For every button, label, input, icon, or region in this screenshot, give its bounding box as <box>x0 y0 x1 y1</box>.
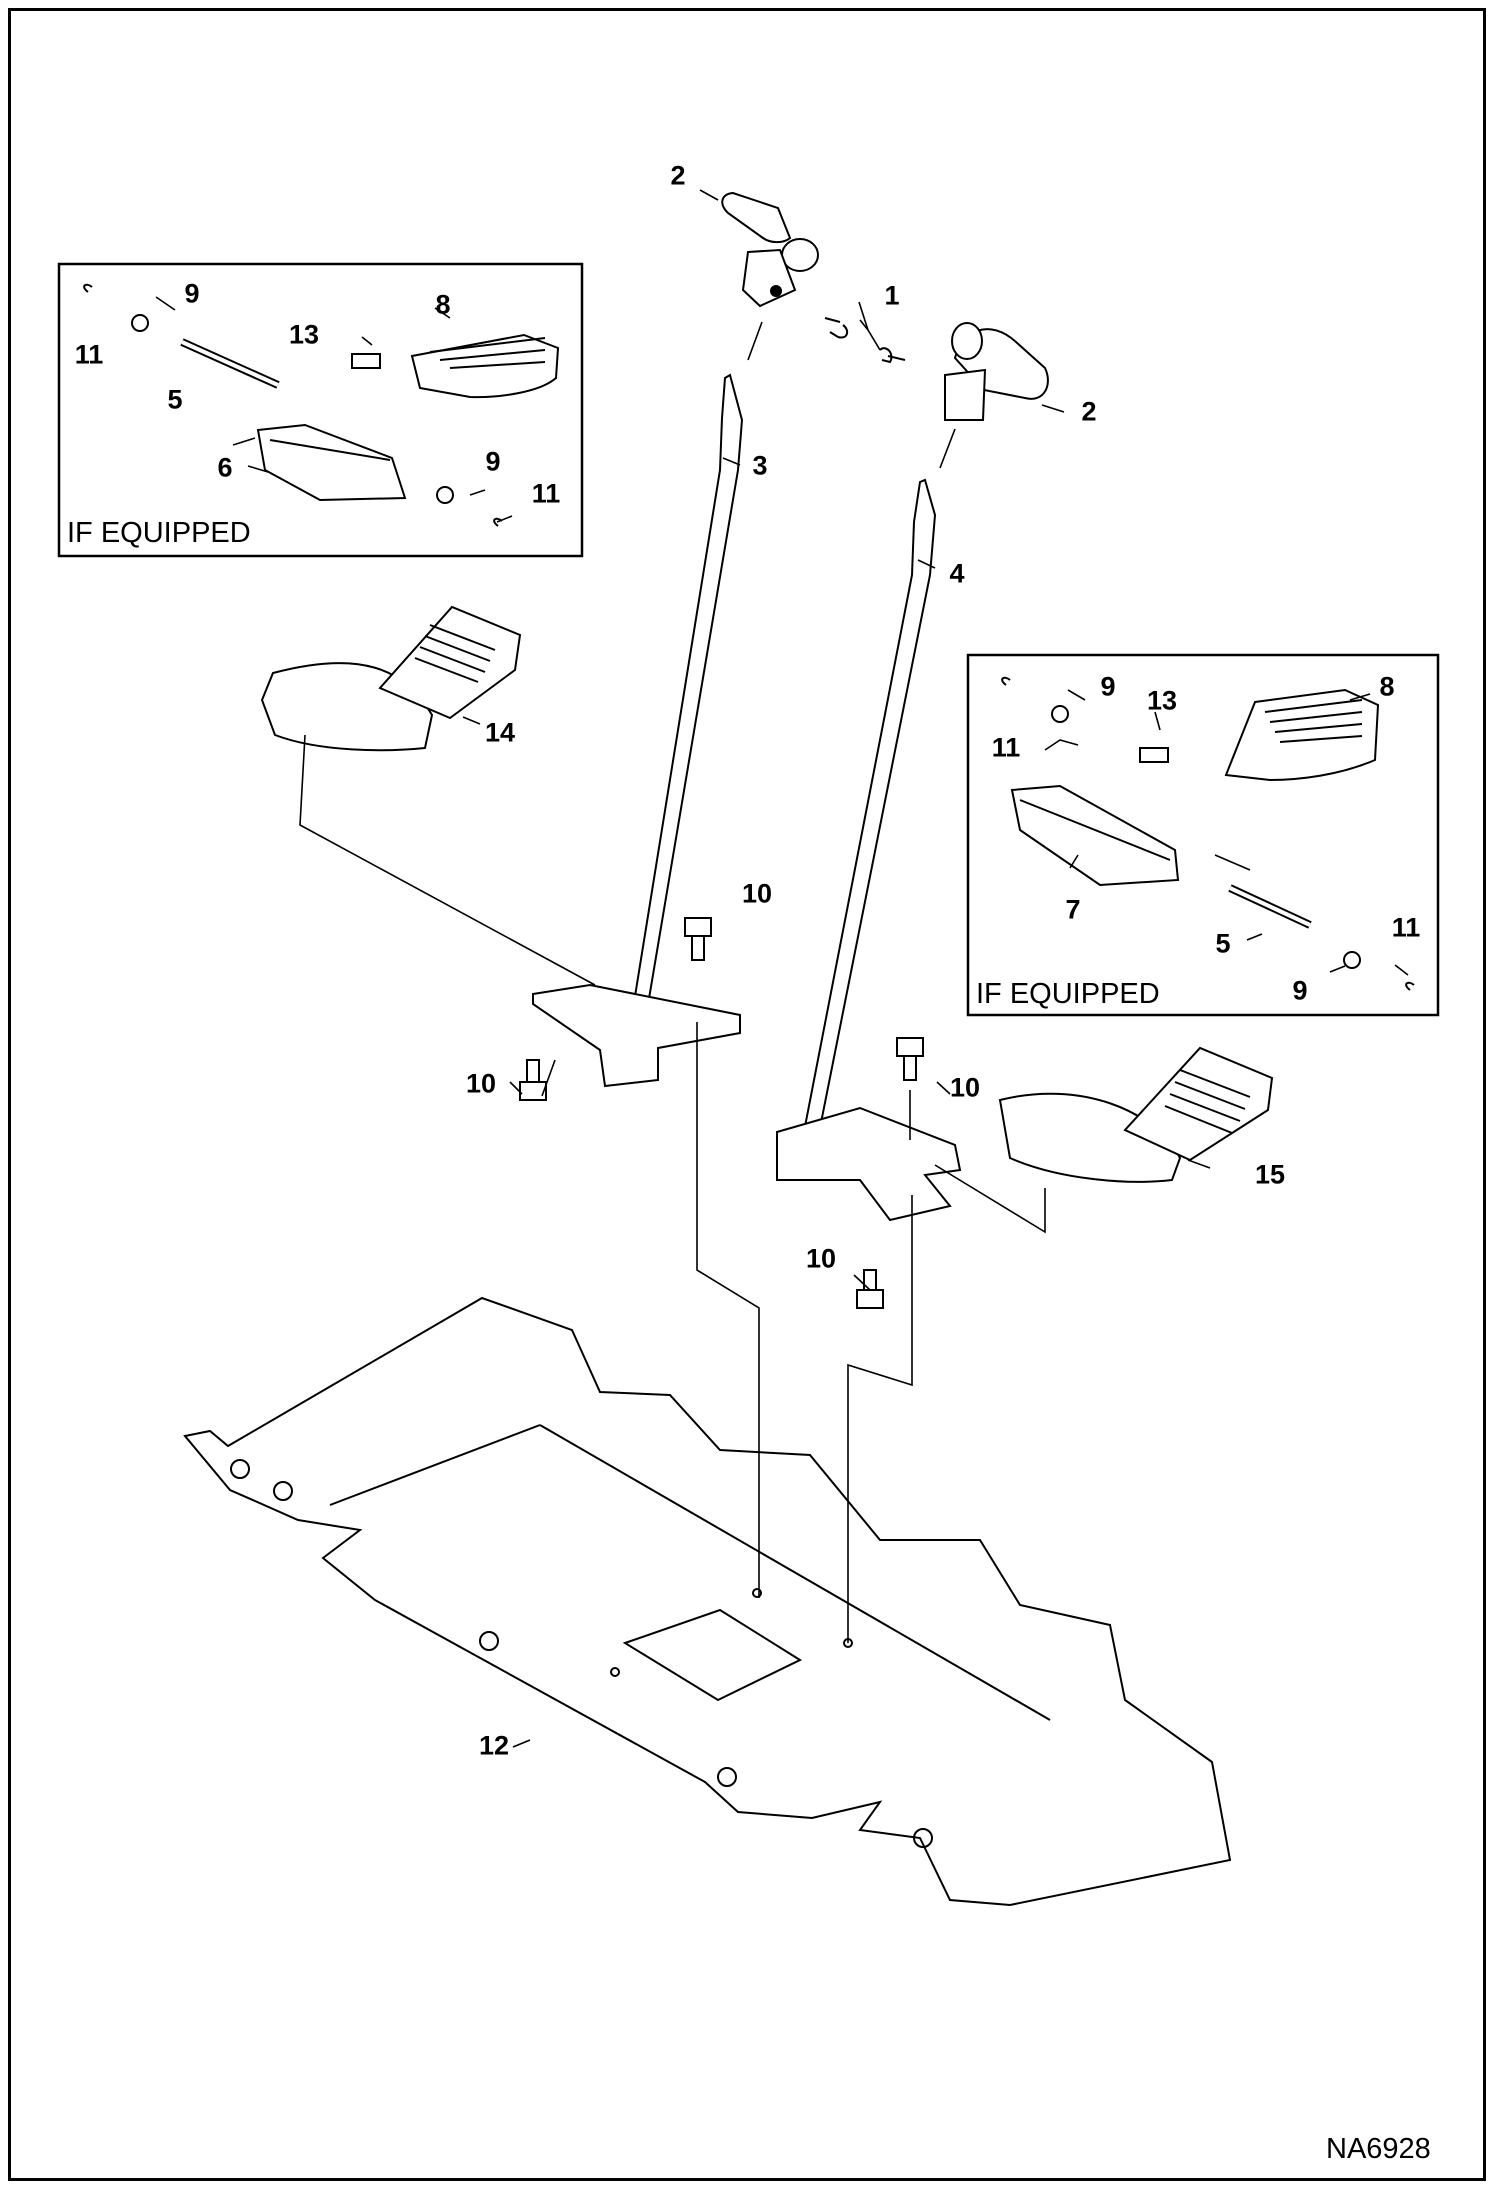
callout-9-inset-left-top: 9 <box>184 278 200 309</box>
callout-11-inset-left-bottom: 11 <box>531 478 561 509</box>
document-id: NA6928 <box>1326 2133 1431 2165</box>
leader-lines <box>155 189 1409 1748</box>
callout-9-inset-right-bottom: 9 <box>1292 975 1308 1006</box>
inset-label-left: IF EQUIPPED <box>67 517 251 549</box>
bolt-10-a <box>684 917 712 961</box>
callout-5-inset-left: 5 <box>167 384 183 415</box>
callout-15: 15 <box>1254 1159 1286 1190</box>
callout-5-inset-right: 5 <box>1215 928 1231 959</box>
callout-9-inset-right-top: 9 <box>1100 671 1116 702</box>
pedal-14 <box>260 605 522 752</box>
callout-10-d: 10 <box>805 1243 837 1274</box>
inset-right-parts <box>1001 676 1415 991</box>
callout-10-b: 10 <box>465 1068 497 1099</box>
callout-14: 14 <box>484 717 516 748</box>
inset-box-right <box>966 653 1440 1017</box>
inset-label-right: IF EQUIPPED <box>976 978 1160 1010</box>
handle-grip-right <box>944 322 1049 421</box>
callout-11-inset-right-top: 11 <box>991 732 1021 763</box>
handle-grip-left <box>721 191 819 308</box>
bolt-10-d <box>856 1269 884 1309</box>
callout-2-top: 2 <box>670 160 686 191</box>
callout-6-inset-left: 6 <box>217 452 233 483</box>
callout-11-inset-right-bottom: 11 <box>1391 912 1421 943</box>
callout-13-inset-right: 13 <box>1146 685 1178 716</box>
callout-10-a: 10 <box>741 878 773 909</box>
callout-3: 3 <box>752 450 768 481</box>
callout-12: 12 <box>478 1730 510 1761</box>
callout-13-inset-left: 13 <box>288 319 320 350</box>
bolt-10-c <box>896 1037 924 1081</box>
pedal-15 <box>998 1046 1274 1183</box>
callout-4: 4 <box>949 558 965 589</box>
inset-box-left <box>57 262 584 558</box>
callout-8-inset-left: 8 <box>435 289 451 320</box>
floor-plate-12 <box>183 1296 1232 1907</box>
callout-8-inset-right: 8 <box>1379 671 1395 702</box>
callout-7-inset-right: 7 <box>1065 894 1081 925</box>
inset-left-parts <box>83 283 560 527</box>
callout-11-inset-left-top: 11 <box>74 339 104 370</box>
callout-1: 1 <box>884 280 900 311</box>
callout-2-right: 2 <box>1081 396 1097 427</box>
callout-9-inset-left-bottom: 9 <box>485 446 501 477</box>
drawing-border <box>8 8 1486 2181</box>
callout-10-c: 10 <box>949 1072 981 1103</box>
